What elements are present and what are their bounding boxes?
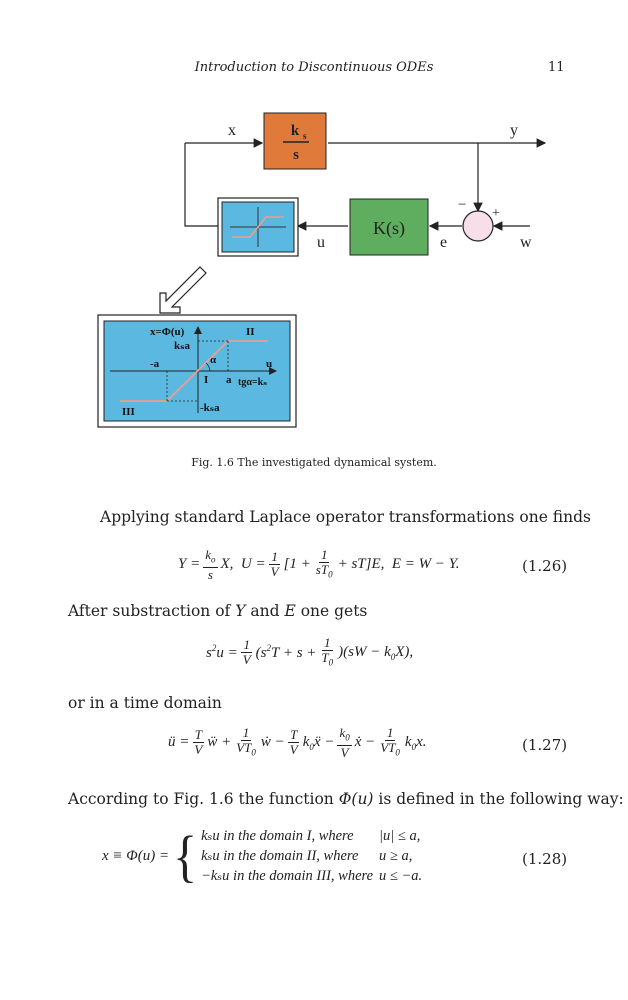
left-brace: { xyxy=(173,823,198,889)
zoom-arrow-icon xyxy=(159,266,207,314)
summer-minus: − xyxy=(458,197,466,213)
signal-x-return xyxy=(184,143,218,227)
case-row-3-cond: u ≤ −a. xyxy=(379,868,423,884)
equation-1-28-cases: kₛu in the domain I, where |u| ≤ a, kₛu … xyxy=(201,826,422,886)
detail-region-II: II xyxy=(246,326,255,338)
integrator-k-sub: s xyxy=(303,131,307,141)
detail-tg: tgα=kₛ xyxy=(238,377,267,388)
detail-neg-ks-a: -kₛa xyxy=(200,402,220,414)
equation-number-1-28: (1.28) xyxy=(522,850,568,868)
detail-neg-a: -a xyxy=(150,358,160,370)
paragraph-function-definition: According to Fig. 1.6 the function Φ(u) … xyxy=(68,790,624,808)
detail-alpha: α xyxy=(210,354,217,366)
detail-a: a xyxy=(226,374,232,386)
summer-plus: + xyxy=(492,206,500,221)
paragraph-time-domain: or in a time domain xyxy=(68,694,222,712)
label-x: x xyxy=(228,122,236,139)
equation-1-28: x ≡ Φ(u) = { kₛu in the domain I, where … xyxy=(102,826,422,886)
equation-number-1-26: (1.26) xyxy=(522,557,568,575)
detail-ks-a: kₛa xyxy=(174,340,190,352)
case-row-1-cond: |u| ≤ a, xyxy=(379,828,421,844)
equation-number-1-27: (1.27) xyxy=(522,736,568,754)
equation-1-28-lhs: x ≡ Φ(u) = xyxy=(102,847,170,864)
case-row-2-cond: u ≥ a, xyxy=(379,848,413,864)
paragraph-substraction: After substraction of Y and E one gets xyxy=(68,602,368,620)
figure-caption: Fig. 1.6 The investigated dynamical syst… xyxy=(191,456,437,469)
detail-x-phi: x=Φ(u) xyxy=(150,326,185,338)
block-diagram: k s s K(s) − + x y u e w x=Φ(u) kₛa -kₛa… xyxy=(97,112,547,428)
detail-region-III: III xyxy=(122,406,135,418)
running-title: Introduction to Discontinuous ODEs xyxy=(194,60,434,75)
case-row-2-expr: kₛu in the domain II, where xyxy=(201,848,359,864)
case-row-3-expr: −kₛu in the domain III, where xyxy=(201,868,374,884)
controller-label: K(s) xyxy=(373,218,405,239)
integrator-s: s xyxy=(293,147,299,163)
summing-junction xyxy=(462,210,494,242)
detail-characteristic xyxy=(120,340,268,402)
nonlinearity-characteristic xyxy=(232,216,284,238)
detail-region-I: I xyxy=(204,374,208,386)
label-y: y xyxy=(510,122,518,139)
detail-u: u xyxy=(266,358,272,370)
case-row-1-expr: kₛu in the domain I, where xyxy=(201,828,354,844)
integrator-block xyxy=(263,112,327,170)
page-number: 11 xyxy=(548,60,565,75)
label-w: w xyxy=(520,234,532,251)
label-e: e xyxy=(440,234,447,251)
integrator-k: k xyxy=(291,123,300,139)
controller-block xyxy=(349,198,429,256)
label-u: u xyxy=(317,234,325,251)
paragraph-laplace: Applying standard Laplace operator trans… xyxy=(100,508,592,526)
